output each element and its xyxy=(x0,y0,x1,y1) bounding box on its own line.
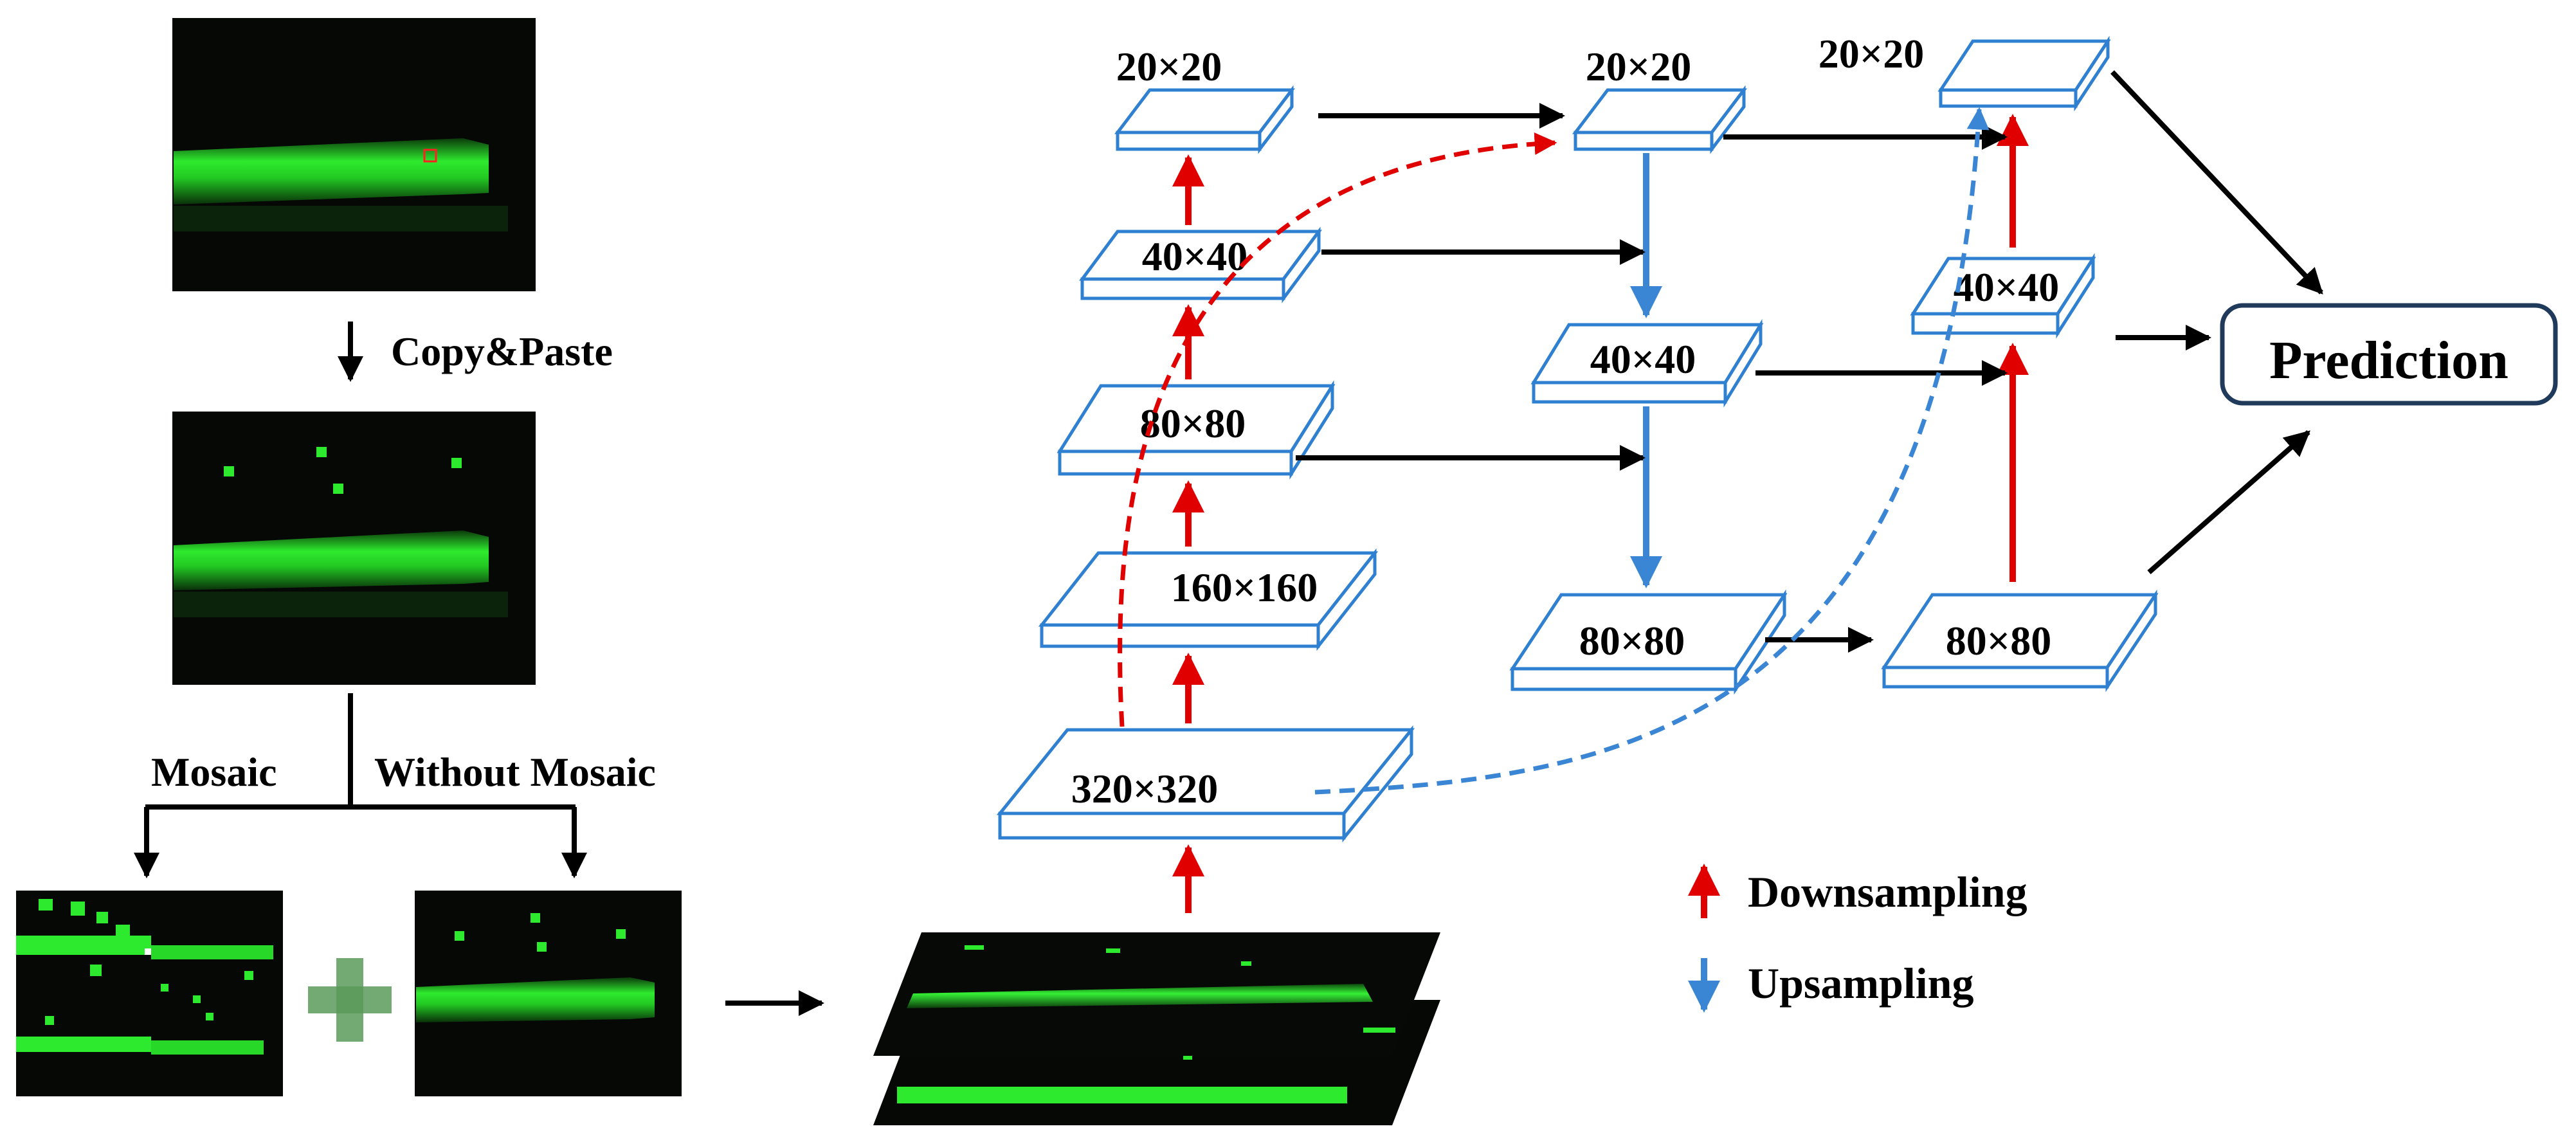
selected-patch-box xyxy=(423,149,437,163)
prediction-box xyxy=(2220,303,2558,406)
neck-mid-label-40: 40×40 xyxy=(1590,336,1696,382)
plus-icon xyxy=(308,958,392,1042)
backbone-label-20: 20×20 xyxy=(1116,44,1222,89)
blue-dashed-skip xyxy=(1314,107,1990,795)
neck-mid-box-80 xyxy=(1509,589,1788,695)
neck-right-label-20: 20×20 xyxy=(1819,31,1924,77)
neck-right-box-20 xyxy=(1937,35,2111,112)
downsampling-label: Downsampling xyxy=(1748,867,2027,916)
backbone-box-320 xyxy=(996,725,1415,843)
copy-paste-label: Copy&Paste xyxy=(391,329,613,374)
backbone-box-160 xyxy=(1038,548,1379,651)
mosaic-image xyxy=(16,891,283,1096)
red-dashed-skip xyxy=(1118,132,1557,727)
backbone-box-20 xyxy=(1114,85,1296,154)
neck-mid-label-80: 80×80 xyxy=(1579,618,1685,664)
neck-right-box-40 xyxy=(1910,253,2096,339)
neck-right-label-40: 40×40 xyxy=(1954,264,2059,310)
backbone-box-40 xyxy=(1079,226,1322,304)
copy-paste-image xyxy=(172,412,536,685)
lateral-connections xyxy=(1296,70,2323,653)
neck-mid-box-20 xyxy=(1572,85,1748,154)
legend: Downsampling Upsampling xyxy=(1688,864,2027,1013)
neck-mid-label-20: 20×20 xyxy=(1586,44,1691,89)
backbone-box-80 xyxy=(1057,380,1336,480)
input-image-stack xyxy=(873,932,1440,1125)
branch-connector xyxy=(134,693,587,878)
without-mosaic-label: Without Mosaic xyxy=(374,749,656,795)
source-image xyxy=(172,18,536,291)
upsampling-label: Upsampling xyxy=(1748,959,1973,1008)
backbone-label-160: 160×160 xyxy=(1171,565,1318,610)
neck-right-label-80: 80×80 xyxy=(1946,618,2051,664)
without-mosaic-image xyxy=(415,891,682,1096)
prediction-label: Prediction xyxy=(2269,331,2508,390)
backbone-label-320: 320×320 xyxy=(1071,766,1218,811)
mosaic-label: Mosaic xyxy=(151,749,277,795)
backbone-label-40: 40×40 xyxy=(1142,233,1247,279)
neck-right-box-80 xyxy=(1881,589,2159,693)
neck-mid-box-40 xyxy=(1530,319,1764,408)
